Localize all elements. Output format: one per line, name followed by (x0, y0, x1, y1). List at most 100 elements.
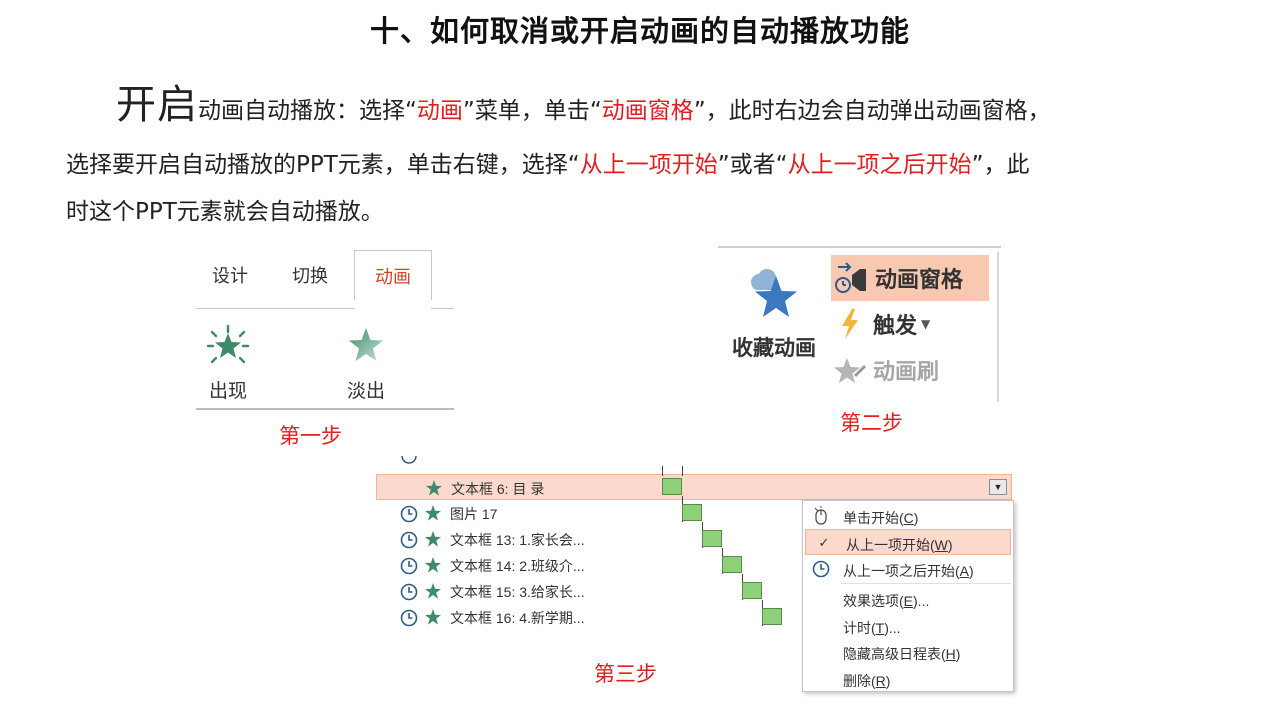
effect-fade-label: 淡出 (346, 380, 385, 402)
para-highlight-3: 从上一项开始 (579, 152, 718, 178)
anim-row-label: 文本框 15: 3.给家长... (450, 584, 585, 600)
menu-item-label: 效果选项( (843, 593, 904, 609)
effect-fade[interactable]: 淡出 (336, 324, 396, 403)
anim-row-1[interactable]: 文本框 6: 目 录 ▼ (376, 474, 1012, 500)
page-title: 十、如何取消或开启动画的自动播放功能 (369, 14, 910, 48)
timeline-tick (682, 466, 683, 476)
clock-icon (400, 531, 418, 549)
step-one-label: 第一步 (279, 424, 342, 448)
menu-item-remove[interactable]: 删除(R) (803, 666, 1013, 692)
para-text-2: ”菜单，单击“ (462, 98, 602, 124)
anim-row-label: 文本框 16: 4.新学期... (450, 610, 585, 626)
para-lead: 开启 (116, 82, 198, 128)
favorite-animation-button[interactable]: 收藏动画 (722, 266, 826, 362)
timeline-bar[interactable] (702, 530, 722, 547)
timeline-bar[interactable] (742, 582, 762, 599)
menu-item-timing[interactable]: 计时(T)... (803, 613, 1013, 639)
star-effect-icon (426, 480, 442, 496)
menu-item-label: 隐藏高级日程表( (843, 646, 946, 662)
animation-pane-list: 文本框 6: 目 录 ▼ 图片 17 文本框 13: 1.家长会... 文本框 … (376, 456, 1016, 702)
clock-icon (811, 559, 831, 579)
menu-item-label-end: ) (955, 646, 961, 662)
menu-item-accelerator: H (945, 646, 956, 662)
clock-icon (401, 456, 417, 464)
menu-item-label: 从上一项开始( (846, 537, 935, 553)
star-effect-icon (425, 505, 441, 521)
tab-design[interactable]: 设计 (212, 266, 248, 287)
menu-item-accelerator: A (959, 563, 970, 579)
animation-pane-label: 动画窗格 (875, 268, 964, 293)
menu-item-label: 删除( (843, 673, 876, 689)
menu-item-label-end: ) (913, 510, 919, 526)
clock-icon (400, 583, 418, 601)
ribbon-tabs: 设计 切换 动画 (196, 250, 454, 300)
fade-effect-icon (349, 328, 383, 361)
animation-painter-label: 动画刷 (873, 360, 940, 385)
animation-pane-icon (833, 260, 871, 296)
para-text-3: ”，此时右边会自动弹出动画窗格， (693, 98, 1051, 124)
para-text-7: 时这个PPT元素就会自动播放。 (66, 199, 384, 225)
tab-animations[interactable]: 动画 (354, 250, 432, 300)
effect-appear-label: 出现 (208, 380, 247, 402)
timeline-bar[interactable] (722, 556, 742, 573)
appear-effect-icon (206, 324, 250, 364)
mouse-icon (811, 506, 831, 526)
para-text-4: 选择要开启自动播放的PPT元素，单击右键，选择“ (66, 152, 580, 178)
timeline-bar[interactable] (762, 608, 782, 625)
row-dropdown-button[interactable]: ▼ (989, 479, 1007, 495)
timeline-bar[interactable] (662, 478, 682, 495)
menu-item-label-end: )... (913, 593, 930, 609)
effect-appear[interactable]: 出现 (198, 324, 258, 403)
menu-item-label: 单击开始( (843, 510, 904, 526)
animation-painter-button[interactable]: 动画刷 (831, 347, 939, 393)
timeline-bar[interactable] (682, 504, 702, 521)
anim-row-label: 图片 17 (450, 506, 498, 522)
ribbon-bottom-border (196, 408, 454, 410)
anim-row-3[interactable]: 文本框 13: 1.家长会... (376, 526, 1012, 552)
menu-item-label-end: ) (969, 563, 974, 579)
menu-item-hide-timeline[interactable]: 隐藏高级日程表(H) (803, 639, 1013, 665)
timing-context-menu: 单击开始(C) ✓ 从上一项开始(W) 从上一项之后开始(A) 效果选项(E).… (802, 500, 1014, 692)
menu-item-effect-options[interactable]: 效果选项(E)... (803, 586, 1013, 612)
para-highlight-2: 动画窗格 (601, 98, 694, 124)
anim-row-5[interactable]: 文本框 15: 3.给家长... (376, 578, 1012, 604)
menu-item-label-end: ) (947, 537, 953, 553)
ribbon-advanced-animation: 收藏动画 动画窗格 触发 ▼ 动画刷 (718, 246, 1003, 402)
star-effect-icon (425, 609, 441, 625)
anim-row-label: 文本框 6: 目 录 (451, 481, 545, 497)
anim-row-6[interactable]: 文本框 16: 4.新学期... (376, 604, 1012, 630)
ribbon-animations-panel: 设计 切换 动画 出现 淡出 (196, 250, 456, 410)
tab-transitions[interactable]: 切换 (292, 266, 328, 287)
trigger-label: 触发 (873, 314, 918, 339)
favorite-star-icon (751, 269, 797, 317)
instruction-paragraph: 开启动画自动播放：选择“动画”菜单，单击“动画窗格”，此时右边会自动弹出动画窗格… (66, 78, 1186, 232)
menu-item-on-click[interactable]: 单击开始(C) (803, 503, 1013, 529)
anim-row-2[interactable]: 图片 17 (376, 500, 1012, 526)
anim-row-4[interactable]: 文本框 14: 2.班级介... (376, 552, 1012, 578)
menu-item-with-previous[interactable]: ✓ 从上一项开始(W) (805, 529, 1011, 555)
menu-item-accelerator: C (903, 510, 914, 526)
para-text-1: 动画自动播放：选择“ (198, 98, 417, 124)
menu-item-label: 计时( (843, 620, 876, 636)
para-highlight-1: 动画 (416, 98, 463, 124)
checkmark-icon: ✓ (818, 535, 830, 550)
lightning-icon (831, 306, 869, 342)
favorite-animation-label: 收藏动画 (732, 336, 816, 360)
menu-item-accelerator: W (934, 537, 948, 553)
trigger-button[interactable]: 触发 ▼ (831, 301, 930, 347)
clock-icon (400, 609, 418, 627)
anim-row-label: 文本框 13: 1.家长会... (450, 532, 585, 548)
menu-item-after-previous[interactable]: 从上一项之后开始(A) (803, 556, 1013, 582)
chevron-down-icon: ▼ (921, 317, 931, 331)
menu-item-accelerator: R (875, 673, 886, 689)
menu-item-accelerator: T (875, 620, 885, 636)
clock-icon (400, 505, 418, 523)
step-two-label: 第二步 (840, 411, 903, 435)
menu-item-label-end: ) (885, 673, 891, 689)
star-effect-icon (425, 531, 441, 547)
menu-item-label: 从上一项之后开始( (843, 563, 960, 579)
step-three-label: 第三步 (594, 662, 657, 686)
anim-row-label: 文本框 14: 2.班级介... (450, 558, 585, 574)
timeline-tick (662, 466, 663, 476)
animation-pane-button[interactable]: 动画窗格 (831, 255, 989, 301)
